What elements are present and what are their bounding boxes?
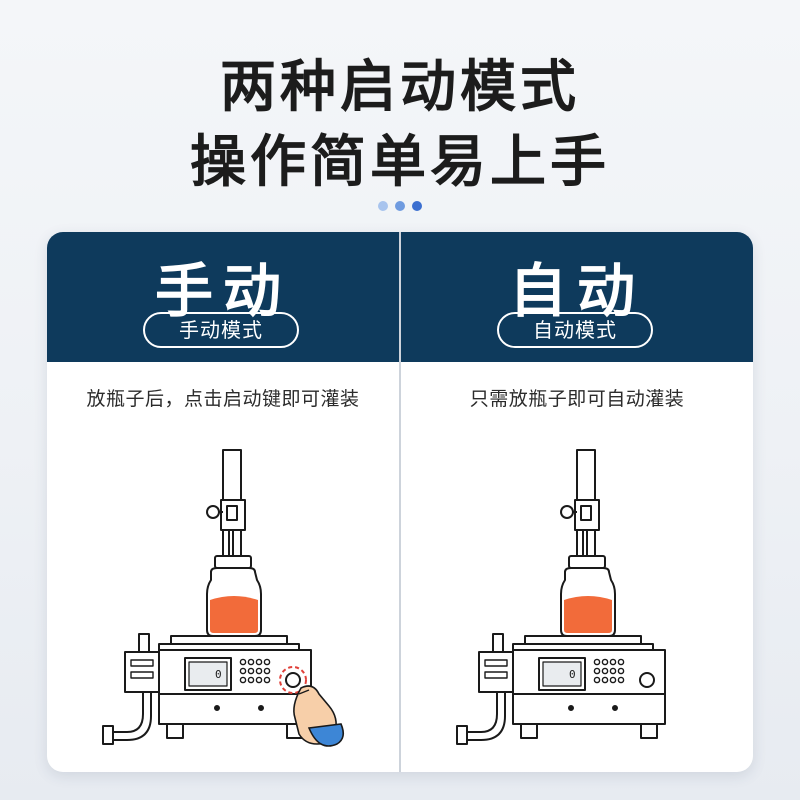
- manual-mode-badge: 手动模式: [143, 312, 299, 348]
- filling-machine-illustration-auto: 0: [456, 449, 666, 745]
- auto-mode-description: 只需放瓶子即可自动灌装: [469, 388, 685, 410]
- pager-dot-3: [412, 201, 422, 211]
- pager-dots: [378, 201, 422, 211]
- headline-line-2: 操作简单易上手: [190, 130, 610, 195]
- auto-mode-badge: 自动模式: [497, 312, 653, 348]
- pressing-hand-icon: [293, 685, 345, 747]
- auto-mode-panel: 自动 自动模式 只需放瓶子即可自动灌装 0: [401, 232, 753, 772]
- svg-text:0: 0: [215, 668, 222, 681]
- manual-mode-description: 放瓶子后，点击启动键即可灌装: [86, 388, 360, 410]
- panel-divider: [399, 232, 401, 772]
- pager-dot-1: [378, 201, 388, 211]
- headline-line-1: 两种启动模式: [220, 55, 580, 120]
- svg-text:0: 0: [569, 668, 576, 681]
- manual-mode-panel: 手动 手动模式 放瓶子后，点击启动键即可灌装: [47, 232, 399, 772]
- pager-dot-2: [395, 201, 405, 211]
- filling-machine-illustration-manual: 0: [102, 449, 345, 747]
- mode-comparison-card: 手动 手动模式 放瓶子后，点击启动键即可灌装: [47, 232, 753, 772]
